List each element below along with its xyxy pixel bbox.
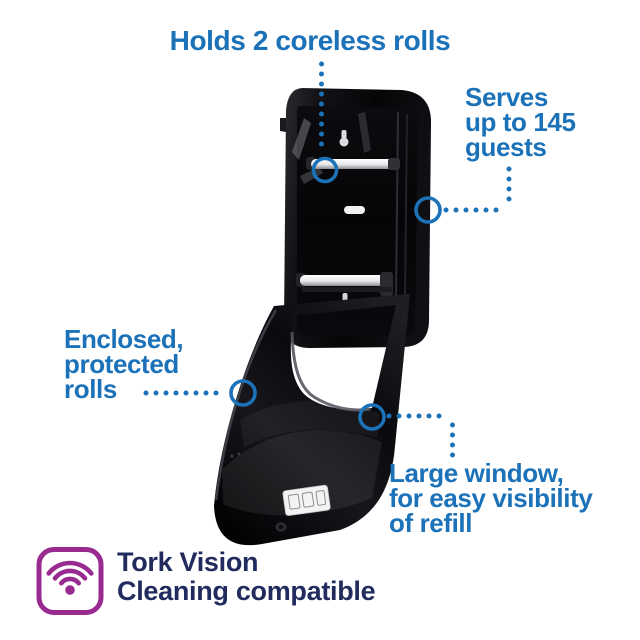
- callout-serves-guests: Serves up to 145 guests: [465, 82, 576, 162]
- callout-holds-rolls-label: Holds 2 coreless rolls: [169, 25, 451, 56]
- dispenser-housing: [280, 88, 432, 348]
- anchor-circle-enclosed: [229, 379, 257, 407]
- callout-enclosed-line-3: rolls: [64, 374, 117, 404]
- footer-line-1: Tork Vision: [117, 547, 259, 577]
- callout-window-line-3: of refill: [389, 508, 473, 538]
- callout-serves-line-1: Serves: [465, 82, 548, 112]
- callout-window-line-1: Large window,: [389, 458, 564, 488]
- callout-window-line-2: for easy visibility: [389, 483, 593, 513]
- callout-large-window: Large window, for easy visibility of ref…: [389, 458, 593, 538]
- refill-slot: [344, 206, 365, 214]
- callout-serves-line-3: guests: [465, 132, 547, 162]
- anchor-circle-serves: [414, 196, 442, 224]
- mounting-keyhole-top: [339, 130, 349, 147]
- anchor-circle-window: [358, 403, 386, 431]
- callout-enclosed-line-1: Enclosed,: [64, 324, 184, 354]
- cover-hole: [275, 522, 287, 532]
- callout-enclosed-line-2: protected: [64, 349, 179, 379]
- instruction-label: [282, 484, 331, 516]
- wifi-sensor-icon: [36, 547, 104, 615]
- footer-line-2: Cleaning compatible: [117, 576, 376, 606]
- callout-serves-line-2: up to 145: [465, 107, 576, 137]
- anchor-circle-holds-rolls: [311, 156, 339, 184]
- footer-tork-vision: Tork Vision Cleaning compatible: [117, 547, 376, 606]
- roll-spindle-bottom: [296, 272, 393, 296]
- refill-window-edge: [290, 331, 371, 412]
- dispenser-cover-open: [214, 294, 410, 546]
- callout-holds-rolls: Holds 2 coreless rolls: [145, 25, 475, 56]
- callout-enclosed-rolls: Enclosed, protected rolls: [64, 324, 184, 404]
